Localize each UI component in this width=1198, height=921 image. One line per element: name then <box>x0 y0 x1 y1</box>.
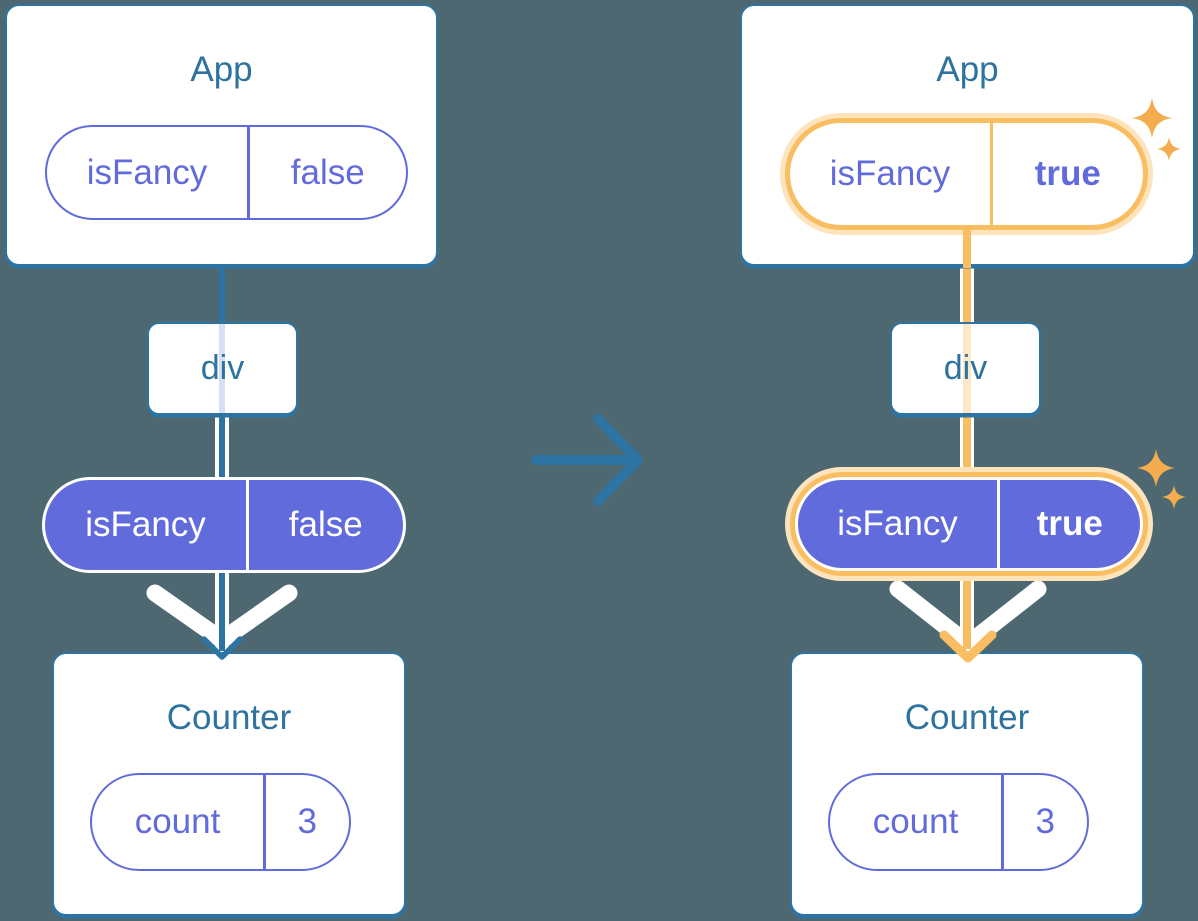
prop-name: isFancy <box>837 504 958 543</box>
state-name: isFancy <box>829 154 951 193</box>
sparkle-icon <box>1162 485 1186 509</box>
counter-card-before: Counter count 3 <box>52 652 406 916</box>
div-card-before: div <box>147 322 298 415</box>
component-title: App <box>190 50 253 89</box>
state-pill-isfancy-after: isFancy true <box>785 118 1148 230</box>
component-title: div <box>200 349 245 387</box>
state-pill-count-after: count 3 <box>828 773 1089 871</box>
prop-value: true <box>1036 504 1103 543</box>
prop-to-counter-line-right <box>963 571 971 649</box>
state-name: isFancy <box>86 152 208 192</box>
prop-pill-isfancy-before: isFancy false <box>42 477 406 573</box>
app-card-before: App isFancy false <box>5 4 438 266</box>
div-card-after: div <box>890 322 1041 415</box>
pill-divider <box>990 123 993 225</box>
component-title: Counter <box>166 698 292 737</box>
component-title: App <box>936 50 999 89</box>
component-title: Counter <box>904 698 1030 737</box>
state-value: 3 <box>1035 802 1055 841</box>
state-value: false <box>290 152 365 192</box>
div-to-prop-line-right <box>963 415 971 479</box>
pill-stem-line-right <box>963 226 971 268</box>
state-value: true <box>1034 154 1101 193</box>
state-name: count <box>134 802 221 841</box>
state-pill-count-before: count 3 <box>90 773 351 871</box>
state-pill-isfancy-before: isFancy false <box>45 125 408 220</box>
sparkle-icon <box>1137 449 1175 487</box>
prop-to-counter-line-left <box>219 573 225 651</box>
app-to-div-line-right <box>963 266 971 324</box>
state-name: count <box>872 802 959 841</box>
transition-arrow-icon <box>531 414 643 506</box>
div-to-prop-line-left <box>219 415 225 479</box>
prop-pill-isfancy-after: isFancy true <box>795 477 1143 571</box>
state-value: 3 <box>297 802 317 841</box>
pill-divider <box>997 480 1000 568</box>
pill-divider <box>247 127 250 218</box>
prop-name: isFancy <box>85 505 206 544</box>
pill-divider <box>1001 775 1004 869</box>
prop-pass-through-line <box>963 324 971 413</box>
pill-divider <box>246 480 249 570</box>
prop-pass-through-line <box>219 324 225 413</box>
prop-value: false <box>288 505 363 544</box>
pill-divider <box>263 775 266 869</box>
app-to-div-line-left <box>219 266 225 324</box>
component-title: div <box>943 349 988 387</box>
counter-card-after: Counter count 3 <box>790 652 1144 916</box>
